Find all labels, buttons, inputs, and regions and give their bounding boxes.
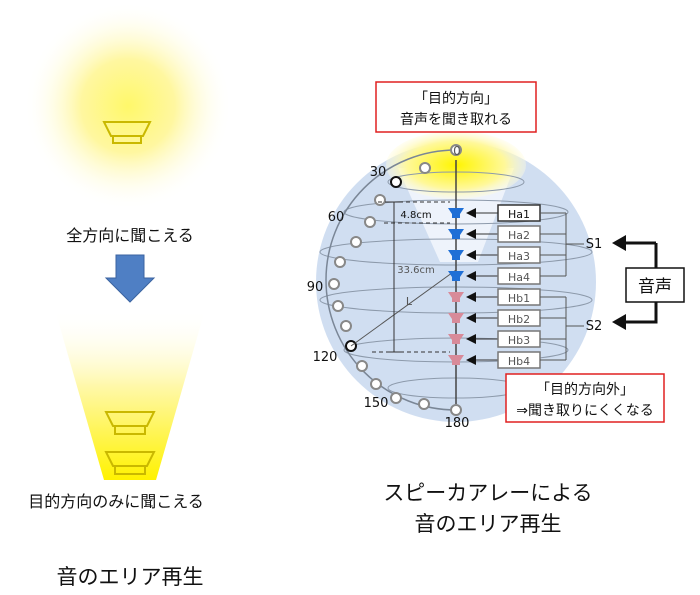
outside-box-line1: 「目的方向外」 bbox=[536, 382, 634, 398]
speaker-icon bbox=[102, 121, 152, 144]
target-box-line2: 音声を聞き取れる bbox=[400, 111, 512, 128]
outside-direction-box bbox=[505, 373, 665, 423]
speaker-icon bbox=[452, 235, 460, 239]
feed-arrows bbox=[466, 208, 498, 365]
dimension-marks bbox=[372, 201, 450, 353]
speaker-icon bbox=[452, 277, 460, 281]
speaker-icon bbox=[104, 411, 156, 435]
directional-caption: 目的方向のみに聞こえる bbox=[28, 492, 204, 511]
filter-label: Ha1 bbox=[508, 208, 530, 221]
signal-s1-label: S1 bbox=[586, 237, 603, 252]
beam-cone bbox=[55, 310, 205, 480]
speaker-icon bbox=[448, 271, 464, 277]
angle-label: 30 bbox=[370, 165, 387, 180]
angle-label: 150 bbox=[364, 396, 389, 411]
speaker-icon bbox=[448, 229, 464, 235]
dimension-large: 33.6cm bbox=[397, 265, 435, 276]
signal-bus bbox=[540, 212, 584, 361]
radius-line bbox=[350, 269, 457, 347]
speaker-icon bbox=[452, 340, 460, 344]
outside-box-line2: ⇒聞き取りにくくなる bbox=[516, 403, 653, 419]
speakers bbox=[448, 208, 464, 365]
speaker-icon bbox=[452, 361, 460, 365]
speaker-icon bbox=[448, 313, 464, 319]
arrow-left-icon bbox=[612, 314, 626, 330]
signal-s2-label: S2 bbox=[586, 319, 603, 334]
angle-label: 90 bbox=[307, 280, 324, 295]
omni-caption: 全方向に聞こえる bbox=[66, 226, 194, 245]
angle-label: 120 bbox=[313, 350, 338, 365]
angle-label: 0 bbox=[453, 144, 461, 158]
speaker-icon bbox=[448, 355, 464, 361]
speaker-icon bbox=[448, 292, 464, 298]
directional-panel: 目的方向のみに聞こえる bbox=[28, 310, 205, 511]
filter-label: Hb2 bbox=[508, 313, 530, 326]
right-title-line1: スピーカアレーによる bbox=[383, 481, 592, 505]
dimension-L: L bbox=[406, 295, 413, 308]
filter-label: Ha2 bbox=[508, 229, 530, 242]
audio-label: 音声 bbox=[638, 277, 672, 297]
filter-label: Hb3 bbox=[508, 334, 530, 347]
speaker-icon bbox=[452, 214, 460, 218]
down-arrow-icon bbox=[104, 254, 156, 303]
filter-label: Ha3 bbox=[508, 250, 530, 263]
array-panel: 0 30 60 90 120 150 180 4.8cm 33.6cm L bbox=[307, 81, 685, 431]
speaker-icon bbox=[448, 334, 464, 340]
angle-label: 60 bbox=[328, 210, 345, 225]
speaker-icon bbox=[452, 319, 460, 323]
angle-markers bbox=[328, 144, 462, 416]
filter-label: Hb1 bbox=[508, 292, 530, 305]
audio-box bbox=[625, 267, 685, 303]
omni-panel: 全方向に聞こえる bbox=[24, 2, 232, 245]
target-direction-box bbox=[375, 81, 537, 133]
speaker-icon bbox=[448, 250, 464, 256]
arrow-left-icon bbox=[612, 235, 626, 251]
left-title: 音のエリア再生 bbox=[57, 565, 204, 589]
speaker-icon bbox=[448, 208, 464, 214]
speaker-icon bbox=[452, 298, 460, 302]
audio-arrows bbox=[624, 241, 658, 324]
speaker-icon bbox=[104, 451, 156, 475]
omni-glow bbox=[24, 2, 232, 210]
target-box-line1: 「目的方向」 bbox=[414, 91, 498, 107]
dimension-small: 4.8cm bbox=[400, 210, 431, 221]
angle-label: 180 bbox=[445, 416, 470, 431]
right-title-line2: 音のエリア再生 bbox=[415, 512, 562, 536]
filter-label: Hb4 bbox=[508, 355, 530, 368]
speaker-icon bbox=[452, 256, 460, 260]
filter-label: Ha4 bbox=[508, 271, 530, 284]
